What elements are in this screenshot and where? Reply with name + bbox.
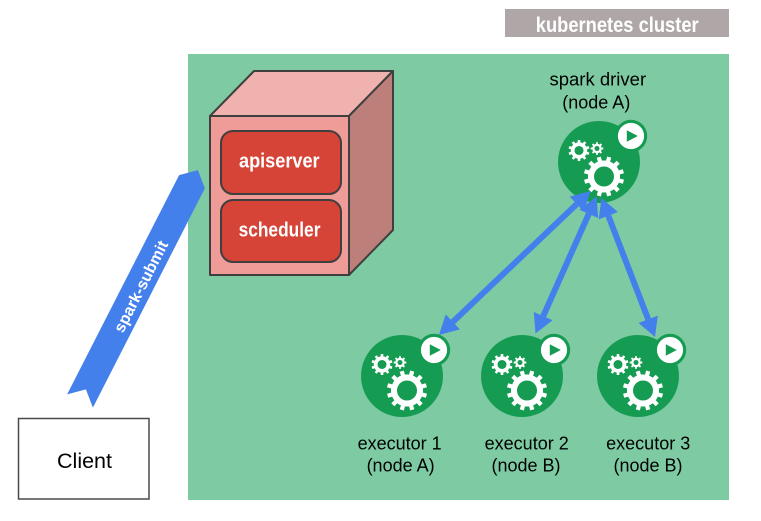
svg-text:spark driver: spark driver	[549, 69, 646, 90]
svg-text:executor 1: executor 1	[358, 434, 442, 454]
svg-text:executor 3: executor 3	[606, 434, 690, 454]
svg-text:Client: Client	[57, 449, 112, 473]
svg-text:kubernetes cluster: kubernetes cluster	[536, 14, 699, 38]
svg-text:(node A): (node A)	[367, 456, 435, 476]
svg-text:(node B): (node B)	[613, 456, 682, 476]
svg-text:(node B): (node B)	[491, 456, 560, 476]
svg-text:scheduler: scheduler	[239, 218, 321, 240]
svg-text:(node A): (node A)	[562, 93, 630, 113]
svg-text:apiserver: apiserver	[239, 151, 320, 173]
svg-text:executor 2: executor 2	[485, 434, 569, 454]
